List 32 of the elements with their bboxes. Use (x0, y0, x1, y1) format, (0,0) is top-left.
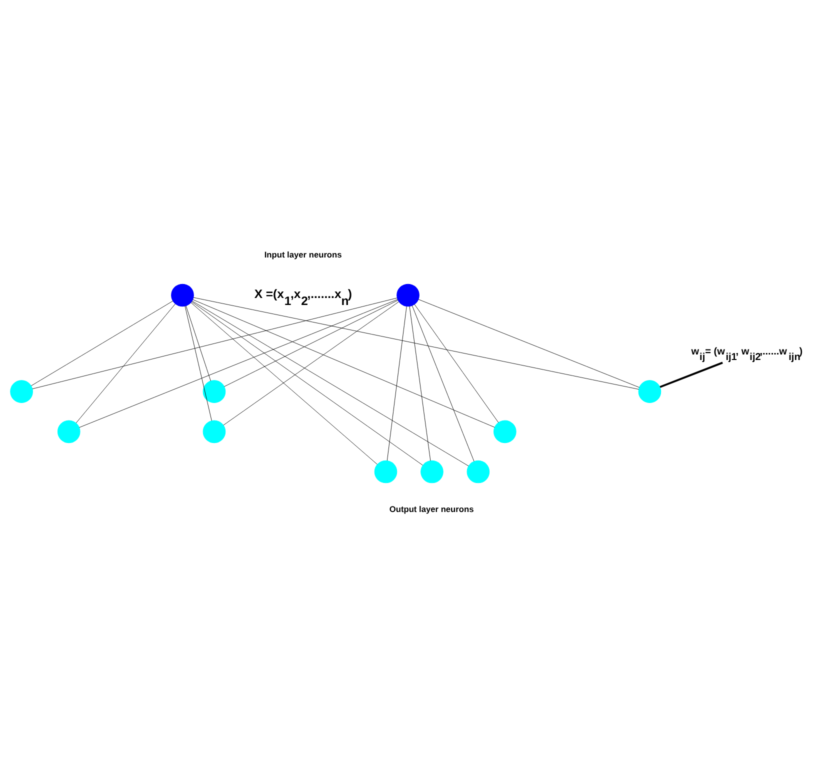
node-circle (494, 420, 516, 443)
connector (414, 304, 499, 422)
connector (79, 298, 398, 428)
connector (409, 306, 431, 460)
connector (31, 300, 174, 386)
connector (224, 300, 398, 386)
node-circle (466, 460, 490, 483)
connector (192, 298, 495, 428)
node-circle (638, 380, 662, 402)
node-circle (420, 460, 444, 483)
connector (193, 296, 639, 390)
connector (223, 301, 399, 425)
connector (191, 301, 423, 465)
node-circle (374, 460, 398, 483)
node-circle (57, 420, 80, 443)
connector (418, 298, 640, 388)
node-circle (202, 380, 226, 402)
connector (186, 305, 211, 381)
connector (190, 302, 378, 464)
connector (184, 305, 212, 420)
label: Output layer neurons (389, 504, 474, 514)
connector (660, 361, 723, 388)
connector (412, 305, 474, 462)
connector (76, 303, 176, 423)
connector (32, 297, 398, 389)
node-circle (396, 283, 420, 306)
node-circle (10, 380, 33, 402)
connector (192, 300, 469, 466)
node-circle (202, 420, 226, 443)
connector (386, 306, 407, 460)
node-circle (171, 283, 194, 306)
label: Input layer neurons (264, 249, 342, 260)
